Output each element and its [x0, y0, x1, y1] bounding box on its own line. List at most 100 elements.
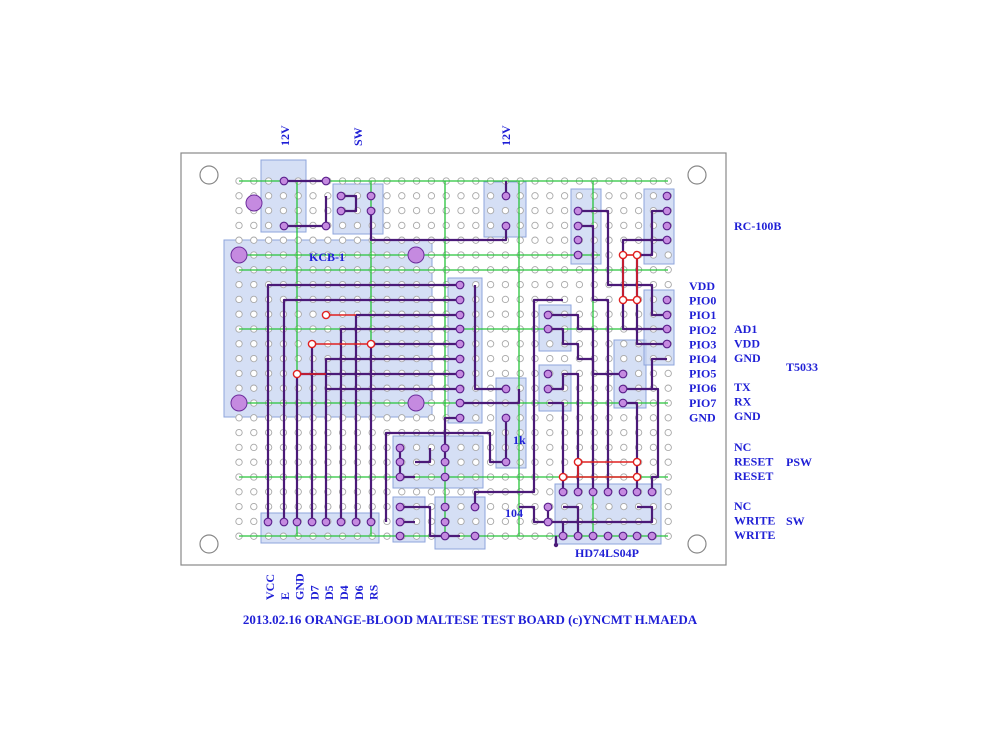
hole [664, 502, 672, 511]
jumper-end [366, 339, 376, 349]
hole [338, 221, 347, 230]
solder-pad [618, 398, 628, 408]
hole [546, 280, 554, 289]
solder-pad [366, 191, 376, 201]
hole [590, 310, 598, 318]
hole [664, 458, 672, 466]
t5033-pin-label: TX [734, 380, 751, 394]
hole [649, 414, 658, 422]
solder-pad [501, 384, 511, 394]
reset-pin-label: RESET [734, 469, 773, 483]
solder-pad [618, 369, 628, 379]
hole [486, 369, 495, 378]
hole [427, 221, 436, 230]
wire-sw-b [369, 211, 508, 242]
hole [264, 192, 273, 200]
hole [546, 206, 554, 215]
solder-pad [395, 457, 405, 467]
hole [383, 221, 391, 230]
hole [546, 340, 554, 348]
solder-pad [455, 295, 465, 305]
solder-pad [455, 310, 465, 320]
wire-header-1 [473, 285, 506, 391]
reset-switch-outline [392, 435, 484, 489]
hole [427, 206, 436, 215]
solder-pad [279, 517, 289, 527]
hole [294, 354, 302, 363]
hole [383, 192, 391, 200]
hole [235, 354, 243, 363]
hole [546, 354, 554, 363]
hole [620, 428, 628, 437]
hole [250, 517, 258, 526]
hole [235, 384, 243, 392]
pin1-marker [553, 542, 559, 548]
hole [634, 192, 643, 200]
solder-pad [543, 384, 553, 394]
solder-pad [662, 310, 672, 320]
solder-pad [558, 487, 568, 497]
label-rc100b: RC-100B [734, 219, 781, 233]
hole [486, 354, 495, 363]
hole [309, 206, 317, 215]
hole [516, 295, 524, 304]
solder-pad [455, 280, 465, 290]
lcd-mount-pad [407, 246, 425, 264]
hole [338, 236, 347, 244]
lcd-pin-label: D6 [352, 585, 366, 600]
wire-rc-2 [578, 224, 623, 376]
hole [620, 502, 628, 511]
jumper-end [618, 250, 628, 260]
hole [279, 192, 288, 200]
hole [383, 414, 391, 422]
solder-pad [543, 502, 553, 512]
solder-pad [279, 221, 289, 231]
label-t5033: T5033 [786, 360, 818, 374]
lcd-pin-label: D7 [307, 585, 321, 600]
lcd-pin-label: D4 [337, 585, 351, 600]
hole [590, 192, 598, 200]
header-pin-label: PIO6 [689, 381, 716, 395]
header-pin-label: GND [689, 410, 716, 424]
solder-pad [573, 487, 583, 497]
hole [546, 488, 554, 496]
hole [235, 295, 243, 304]
solder-pad [366, 206, 376, 216]
lcd-mount-pad [230, 394, 248, 412]
hole [294, 206, 302, 215]
hole [664, 369, 672, 378]
hole [486, 295, 495, 304]
header-pin-label: PIO5 [689, 367, 716, 381]
solder-pad [573, 531, 583, 541]
solder-pad [618, 531, 628, 541]
t5033-pin-label: VDD [734, 337, 760, 351]
hole [250, 369, 258, 378]
solder-pad [321, 221, 331, 231]
t5033-pin-label: RX [734, 395, 752, 409]
hole [649, 443, 658, 452]
hole [427, 414, 436, 422]
hole [664, 517, 672, 526]
hole [634, 354, 643, 363]
hole [486, 310, 495, 318]
hole [501, 280, 510, 289]
hole [250, 458, 258, 466]
hole [472, 458, 480, 466]
label-12v-left: 12V [278, 125, 292, 146]
hole [516, 206, 524, 215]
t5033-pin-label: GND [734, 409, 761, 423]
wire-t-4 [548, 401, 565, 492]
solder-pad [292, 517, 302, 527]
header-pin-label: PIO2 [689, 323, 716, 337]
hole [634, 369, 643, 378]
hole [264, 236, 273, 244]
wire-lcd-1 [266, 283, 460, 522]
lcd-pin-label: E [278, 592, 292, 600]
hole [398, 221, 406, 230]
hole [531, 206, 539, 215]
solder-pad [455, 398, 465, 408]
solder-pad [440, 517, 450, 527]
wire-t-2 [548, 327, 595, 492]
hole [620, 192, 628, 200]
